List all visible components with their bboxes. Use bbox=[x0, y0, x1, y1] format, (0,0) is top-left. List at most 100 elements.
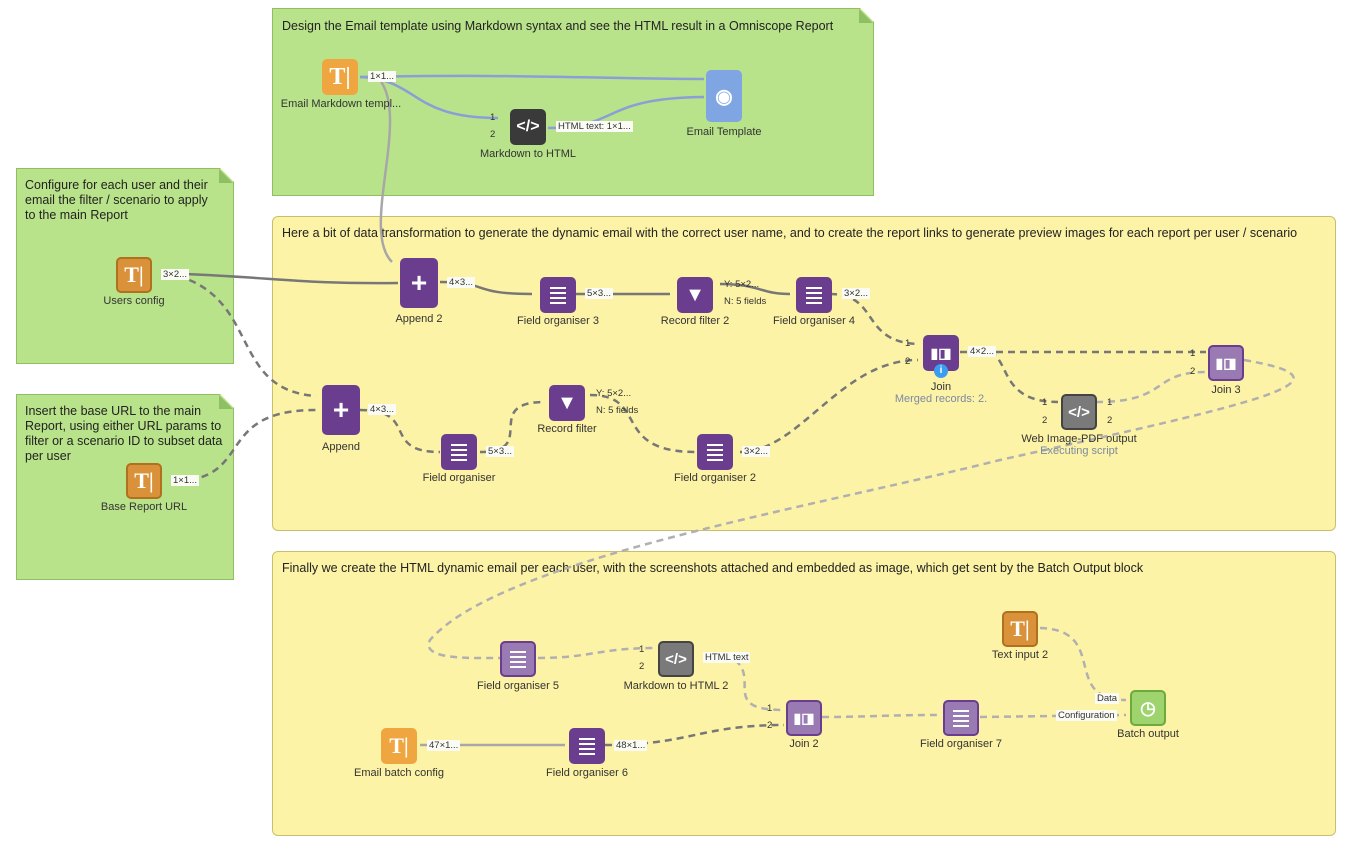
join-icon: ▮◨ bbox=[1215, 354, 1237, 371]
port-md2html2-1: 1 bbox=[639, 644, 645, 655]
eye-icon: ◉ bbox=[715, 85, 733, 108]
note-email-template-text: Design the Email template using Markdown… bbox=[282, 19, 834, 33]
node-field-organiser-5[interactable] bbox=[500, 641, 536, 677]
filter-icon: ▼ bbox=[685, 283, 705, 306]
label-fo3: Field organiser 3 bbox=[517, 315, 599, 327]
label-fo4: Field organiser 4 bbox=[773, 315, 855, 327]
label-join2: Join 2 bbox=[789, 738, 819, 750]
list-icon bbox=[550, 286, 566, 304]
node-base-report-url[interactable]: T| bbox=[126, 463, 162, 499]
join-icon: ▮◨ bbox=[930, 344, 952, 361]
info-icon[interactable]: i bbox=[934, 364, 948, 378]
plus-icon: + bbox=[332, 394, 350, 425]
label-fo5: Field organiser 5 bbox=[477, 680, 559, 692]
edge-web-join3 bbox=[1095, 370, 1207, 404]
label-md2html2: Markdown to HTML 2 bbox=[623, 680, 729, 692]
group-final-text: Finally we create the HTML dynamic email… bbox=[282, 561, 1144, 575]
group-transform: Here a bit of data transformation to gen… bbox=[272, 216, 1336, 531]
list-icon bbox=[451, 443, 467, 461]
port-join2-2: 2 bbox=[767, 720, 773, 731]
label-append2: Append 2 bbox=[395, 313, 443, 325]
edge-rf-fo2 bbox=[589, 393, 697, 454]
text-input-icon: T| bbox=[329, 63, 351, 90]
port-web-out2: 2 bbox=[1107, 415, 1113, 426]
node-markdown-to-html[interactable]: </> bbox=[510, 109, 546, 145]
edge-base-append bbox=[189, 408, 317, 482]
node-record-filter[interactable]: ▼ bbox=[549, 385, 585, 421]
group-transform-text: Here a bit of data transformation to gen… bbox=[282, 226, 1298, 240]
node-batch-output[interactable]: ◷ bbox=[1130, 690, 1166, 726]
out-append: 4×3... bbox=[368, 404, 397, 415]
port-join-2: 2 bbox=[905, 356, 911, 367]
out-join: 4×2... bbox=[968, 346, 997, 357]
node-email-template[interactable]: ◉ bbox=[706, 70, 742, 122]
node-field-organiser-2[interactable] bbox=[697, 434, 733, 470]
label-users: Users config bbox=[103, 295, 165, 307]
label-rf: Record filter bbox=[537, 423, 597, 435]
out-fo: 5×3... bbox=[486, 446, 515, 457]
edge-join-web bbox=[989, 350, 1059, 404]
out-email-md: 1×1... bbox=[368, 71, 397, 82]
edge-text2-batch bbox=[1039, 626, 1127, 702]
port-web-in1: 1 bbox=[1042, 397, 1048, 408]
list-icon bbox=[953, 709, 969, 727]
sub-join: Merged records: 2. bbox=[894, 393, 988, 405]
edge-md2html2-join2 bbox=[734, 659, 785, 712]
node-web-image-pdf-output[interactable]: </> bbox=[1061, 394, 1097, 430]
node-field-organiser-4[interactable] bbox=[796, 277, 832, 313]
code-icon: </> bbox=[665, 650, 687, 668]
node-join-2[interactable]: ▮◨ bbox=[786, 700, 822, 736]
join-icon: ▮◨ bbox=[793, 709, 815, 726]
node-field-organiser-6[interactable] bbox=[569, 728, 605, 764]
out-fo4: 3×2... bbox=[842, 288, 871, 299]
node-text-input-2[interactable]: T| bbox=[1002, 611, 1038, 647]
out-fo3: 5×3... bbox=[585, 288, 614, 299]
label-join3: Join 3 bbox=[1211, 384, 1241, 396]
node-field-organiser-3[interactable] bbox=[540, 277, 576, 313]
label-md2html: Markdown to HTML bbox=[480, 148, 576, 160]
list-icon bbox=[707, 443, 723, 461]
edge-fo-rf bbox=[479, 400, 546, 454]
node-email-markdown-template[interactable]: T| bbox=[322, 59, 358, 95]
out-fo2: 3×2... bbox=[742, 446, 771, 457]
port-web-out1: 1 bbox=[1107, 397, 1113, 408]
edge-md-template bbox=[359, 74, 705, 81]
note-base-url: Insert the base URL to the main Report, … bbox=[16, 394, 234, 580]
text-input-icon: T| bbox=[134, 468, 154, 493]
out-md2html: HTML text: 1×1... bbox=[556, 121, 633, 132]
node-append-2[interactable]: + bbox=[400, 258, 438, 308]
node-field-organiser-7[interactable] bbox=[943, 700, 979, 736]
port-web-in2: 2 bbox=[1042, 415, 1048, 426]
label-ebc: Email batch config bbox=[354, 767, 444, 779]
node-append[interactable]: + bbox=[322, 385, 360, 435]
filter-icon: ▼ bbox=[557, 391, 577, 414]
port-md2html2-2: 2 bbox=[639, 661, 645, 672]
out-rf-n: N: 5 fields bbox=[596, 405, 639, 416]
port-md2html-2: 2 bbox=[490, 129, 496, 140]
list-icon bbox=[579, 737, 595, 755]
note-users-config: Configure for each user and their email … bbox=[16, 168, 234, 364]
note-base-url-text: Insert the base URL to the main Report, … bbox=[25, 404, 223, 463]
node-users-config[interactable]: T| bbox=[116, 257, 152, 293]
node-markdown-to-html-2[interactable]: </> bbox=[658, 641, 694, 677]
label-email-md: Email Markdown templ... bbox=[280, 98, 402, 110]
list-icon bbox=[510, 650, 526, 668]
label-fo7: Field organiser 7 bbox=[920, 738, 1002, 750]
label-join: Join bbox=[930, 381, 952, 393]
port-join-1: 1 bbox=[905, 338, 911, 349]
batch-icon: ◷ bbox=[1140, 697, 1156, 718]
label-fo2: Field organiser 2 bbox=[674, 472, 756, 484]
edge-md-append2 bbox=[378, 79, 393, 263]
node-field-organiser[interactable] bbox=[441, 434, 477, 470]
port-join2-1: 1 bbox=[767, 703, 773, 714]
label-web: Web Image-PDF output bbox=[1021, 433, 1137, 445]
port-join3-2: 2 bbox=[1190, 366, 1196, 377]
text-input-icon: T| bbox=[1010, 616, 1030, 641]
out-ebc: 47×1... bbox=[427, 740, 461, 751]
in-batch-config: Configuration bbox=[1056, 710, 1117, 721]
label-append: Append bbox=[322, 441, 360, 453]
node-join-3[interactable]: ▮◨ bbox=[1208, 345, 1244, 381]
node-email-batch-config[interactable]: T| bbox=[381, 728, 417, 764]
node-record-filter-2[interactable]: ▼ bbox=[677, 277, 713, 313]
label-fo6: Field organiser 6 bbox=[546, 767, 628, 779]
